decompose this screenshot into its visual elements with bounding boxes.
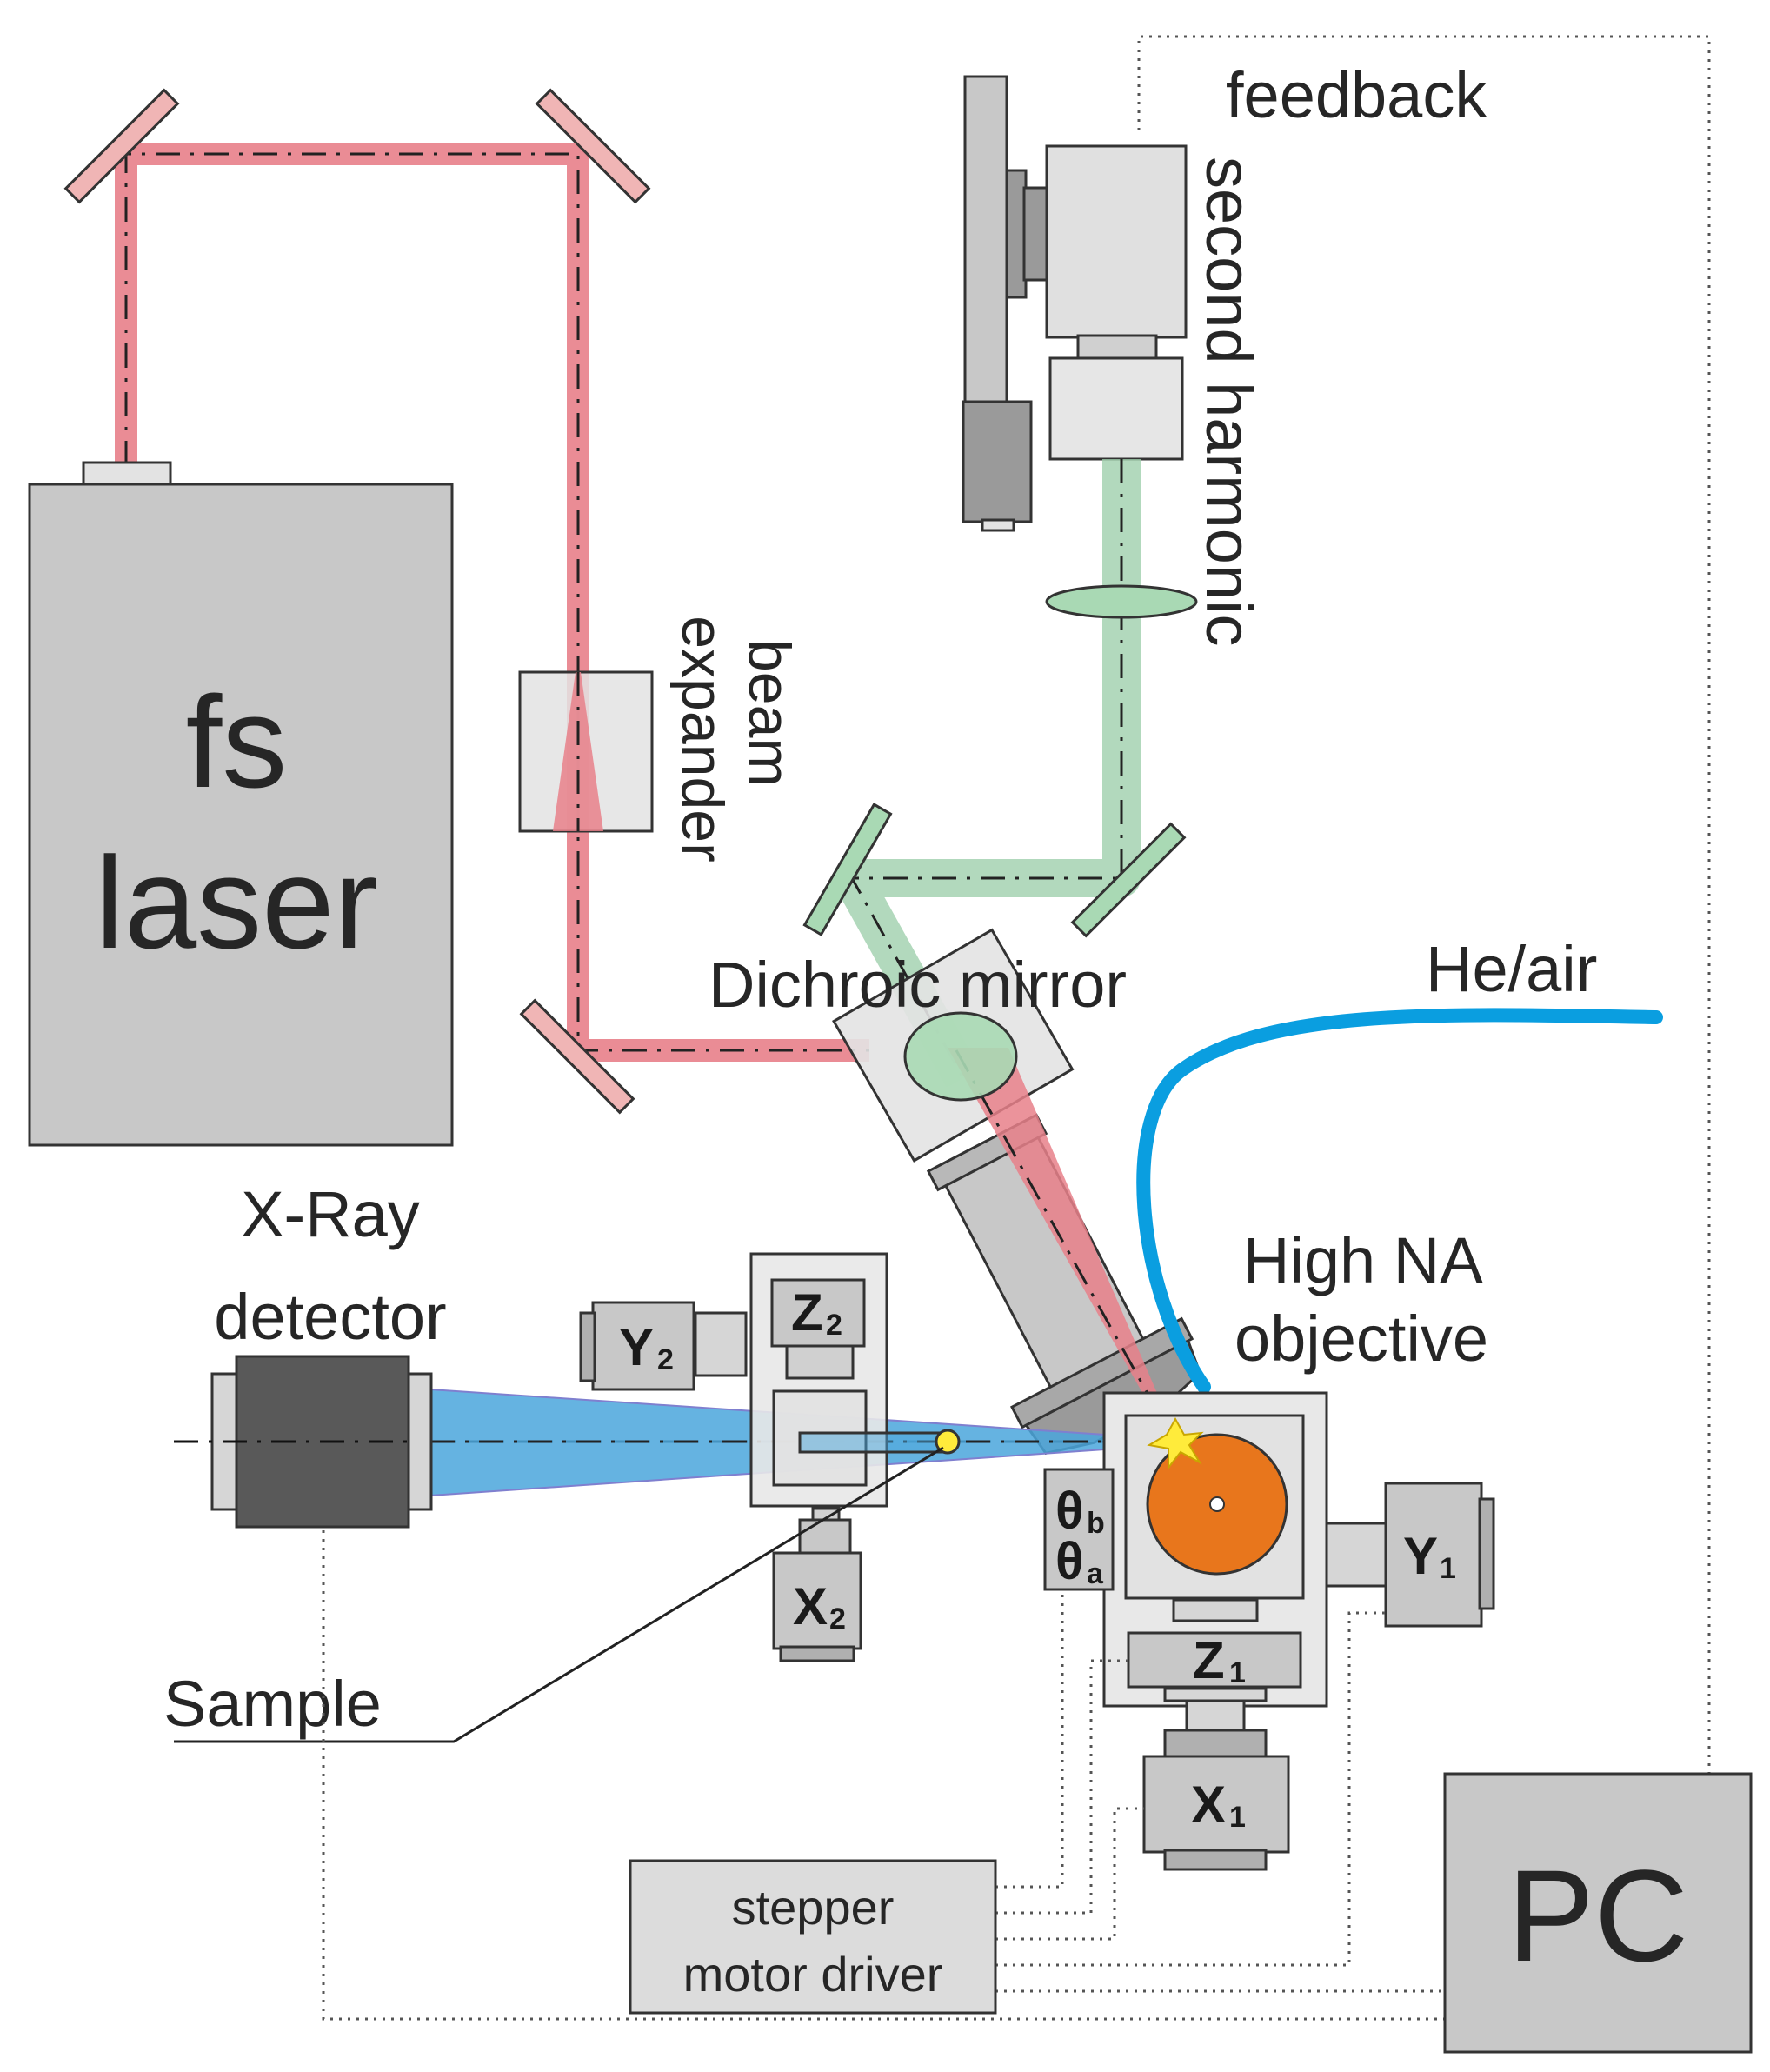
green-mirror-left	[802, 803, 893, 936]
stage-y2-sub: 2	[657, 1343, 674, 1376]
driver-label-line1: stepper	[732, 1880, 895, 1935]
sample-label: Sample	[163, 1668, 382, 1740]
pc: PC	[1443, 1772, 1753, 2054]
laser-body	[28, 483, 454, 1147]
detector-label-line2: detector	[214, 1281, 446, 1353]
stage-x1-label: X 1	[1191, 1776, 1246, 1834]
stage-x2-sub: 2	[829, 1602, 846, 1636]
gas-tube	[1136, 1008, 1663, 1394]
laser-label-line1: fs	[186, 669, 288, 815]
sample-holder	[798, 1431, 949, 1454]
stage-theta-b-sub: b	[1087, 1507, 1105, 1540]
stage-y1-sub: 1	[1440, 1552, 1456, 1585]
focus-spark	[1147, 1416, 1204, 1470]
stage-x1-sub: 1	[1229, 1801, 1246, 1834]
feedback-line	[1137, 35, 1711, 1774]
sample-leader-line	[174, 1446, 944, 1743]
beam-expander: beam expander	[518, 616, 802, 863]
stage-y1-letter: Y	[1403, 1527, 1438, 1585]
stage-z1-label: Z 1	[1193, 1631, 1246, 1689]
mirror-top-right	[535, 88, 651, 204]
beam-expander-label-line2: expander	[669, 616, 735, 863]
green-lens	[1045, 584, 1198, 619]
stage-y1-label: Y 1	[1403, 1527, 1456, 1585]
pc-label: PC	[1507, 1842, 1688, 1989]
stage-y2	[591, 1301, 695, 1391]
mirror-bottom-left	[519, 998, 635, 1115]
gas-label: He/air	[1426, 933, 1597, 1005]
stage-y2-label: Y 2	[619, 1318, 674, 1376]
stage-x2-label: X 2	[793, 1577, 846, 1636]
sample-stage	[579, 1252, 949, 1662]
stage-theta-b-label: θ b	[1055, 1482, 1105, 1540]
stage-z1-letter: Z	[1193, 1631, 1225, 1689]
stage-z2-letter: Z	[791, 1283, 823, 1342]
laser-label-line2: laser	[95, 829, 377, 976]
feedback-label: feedback	[1226, 59, 1487, 131]
target-center	[1209, 1496, 1225, 1512]
stepper-motor-driver: stepper motor driver	[629, 1859, 997, 2015]
objective-assembly	[832, 928, 1202, 1457]
driver-label-line2: motor driver	[683, 1947, 943, 2002]
stage-theta-b-letter: θ	[1055, 1482, 1083, 1540]
stage-x2-letter: X	[793, 1577, 828, 1636]
detector-label-line1: X-Ray	[241, 1178, 420, 1250]
objective-label-line2: objective	[1234, 1302, 1488, 1375]
stage-x1-letter: X	[1191, 1776, 1226, 1834]
second-harmonic-label: second harmonic	[1193, 157, 1265, 647]
stage-z2	[770, 1278, 866, 1348]
stage-y2-letter: Y	[619, 1318, 654, 1376]
stage-z1-sub: 1	[1229, 1656, 1246, 1689]
stage-theta-a-label: θ a	[1055, 1532, 1104, 1590]
mirror-top-left	[63, 88, 180, 204]
laser-beam-path	[115, 143, 869, 1062]
control-wiring	[322, 1530, 1445, 2021]
laser-output-port	[82, 461, 172, 487]
stage-theta	[1043, 1468, 1115, 1591]
objective-label-line1: High NA	[1243, 1224, 1483, 1296]
stage-theta-a-letter: θ	[1055, 1532, 1083, 1590]
beam-expander-label-line1: beam	[736, 639, 802, 787]
stage-x1	[1142, 1755, 1290, 1854]
stage-z1	[1127, 1631, 1302, 1689]
stage-theta-a-sub: a	[1087, 1557, 1104, 1590]
second-harmonic-camera	[962, 75, 1188, 532]
stage-z2-label: Z 2	[791, 1283, 842, 1342]
camera-lens-housing	[1048, 356, 1184, 461]
stage-z2-sub: 2	[826, 1309, 842, 1342]
camera-body	[1045, 144, 1188, 339]
camera-mount	[962, 400, 1033, 523]
dichroic-mirror	[903, 1011, 1018, 1102]
green-mirror-right	[1070, 822, 1187, 938]
fs-laser: fs laser	[28, 461, 454, 1147]
steering-mirrors	[63, 88, 651, 1115]
dichroic-mirror-label: Dichroic mirror	[709, 949, 1127, 1021]
